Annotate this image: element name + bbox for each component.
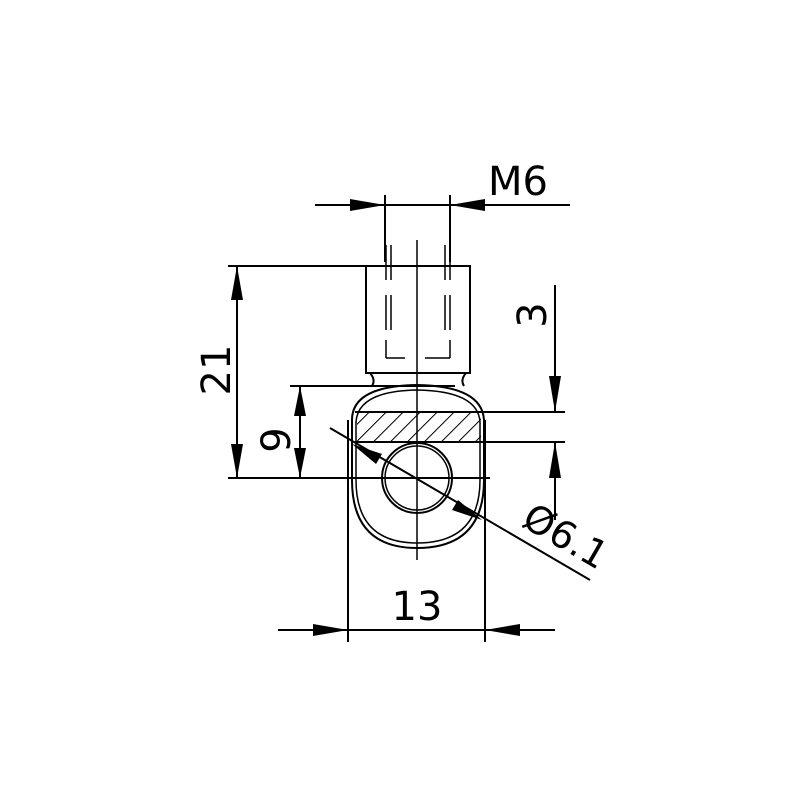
hatched-section bbox=[357, 412, 481, 442]
threaded-stud bbox=[365, 265, 471, 374]
label-13: 13 bbox=[392, 584, 443, 630]
eye-outline bbox=[351, 383, 485, 550]
arrowheads bbox=[231, 199, 561, 636]
label-21: 21 bbox=[194, 345, 240, 396]
label-9: 9 bbox=[254, 427, 300, 452]
label-3: 3 bbox=[510, 302, 556, 327]
thread-hidden-lines bbox=[385, 245, 451, 359]
label-m6: M6 bbox=[488, 159, 548, 205]
